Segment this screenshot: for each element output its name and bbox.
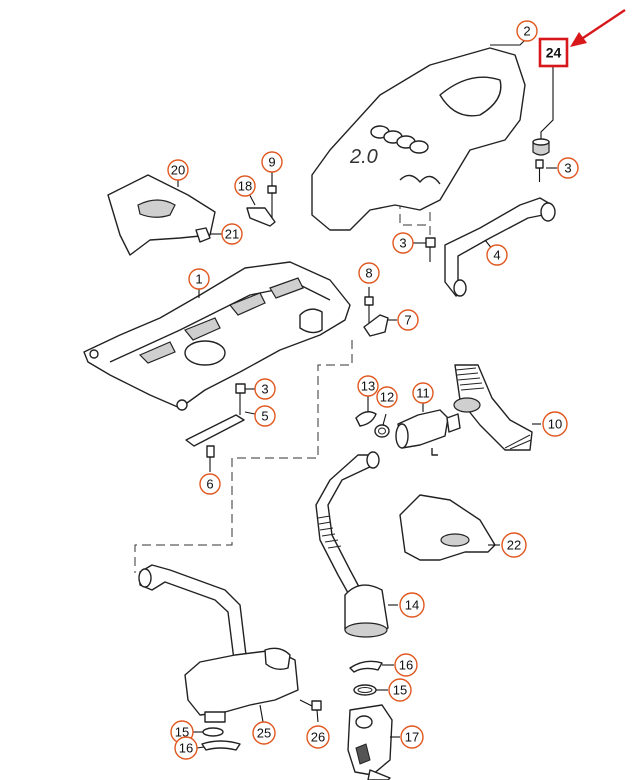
callout-16-right: 16 (394, 653, 418, 677)
cylinder-head-cover (83, 261, 351, 411)
return-tube-25 (138, 564, 247, 661)
callout-13: 13 (357, 375, 379, 397)
callout-14: 14 (399, 592, 425, 618)
highlighted-callout-24: 24 (538, 37, 569, 68)
svg-text:13: 13 (361, 379, 375, 394)
callout-6: 6 (199, 473, 221, 495)
svg-text:3: 3 (564, 161, 571, 176)
svg-text:14: 14 (405, 598, 419, 613)
callout-2: 2 (516, 20, 538, 42)
callout-16-left: 16 (174, 736, 198, 760)
svg-text:22: 22 (507, 538, 521, 553)
callout-24-label: 24 (546, 45, 562, 61)
svg-text:6: 6 (206, 477, 213, 492)
bolt-26 (299, 699, 322, 723)
callout-26: 26 (306, 725, 330, 749)
bolt-9 (267, 171, 277, 218)
clip-21 (195, 227, 222, 243)
callout-5: 5 (254, 405, 276, 427)
svg-text:7: 7 (404, 313, 411, 328)
svg-text:1: 1 (195, 272, 202, 287)
svg-text:5: 5 (261, 409, 268, 424)
valve-17 (347, 704, 400, 780)
svg-text:4: 4 (493, 248, 500, 263)
pressure-valve-11 (395, 401, 461, 456)
callout-10: 10 (542, 411, 568, 437)
clip-16-right (349, 660, 394, 673)
svg-text:10: 10 (548, 417, 562, 432)
clip-16-left (196, 740, 241, 751)
callout-1: 1 (188, 268, 210, 290)
oil-reservoir-25 (184, 647, 299, 723)
heat-shield-22 (399, 494, 500, 561)
callout-3-mid: 3 (392, 232, 414, 254)
svg-text:2: 2 (523, 24, 530, 39)
clip-13 (355, 395, 377, 427)
svg-text:3: 3 (399, 236, 406, 251)
callout-20: 20 (167, 159, 189, 181)
svg-text:26: 26 (311, 730, 325, 745)
svg-text:3: 3 (261, 382, 268, 397)
callout-4: 4 (486, 244, 508, 266)
svg-text:12: 12 (380, 390, 394, 405)
callout-12: 12 (376, 386, 398, 408)
svg-text:25: 25 (257, 726, 271, 741)
grommet-24 (532, 67, 554, 156)
corrugated-hose-10 (453, 364, 541, 451)
cover-20 (107, 174, 216, 256)
callout-3-top: 3 (557, 157, 579, 179)
svg-text:16: 16 (179, 741, 193, 756)
bolt-3-lower (235, 383, 256, 415)
oil-separator-14 (344, 584, 398, 638)
callout-18: 18 (234, 175, 256, 197)
callout-3-lower: 3 (254, 378, 276, 400)
svg-text:16: 16 (399, 658, 413, 673)
svg-text:17: 17 (405, 730, 419, 745)
callout-7: 7 (397, 309, 419, 331)
svg-text:21: 21 (225, 227, 239, 242)
callout-25: 25 (252, 721, 276, 745)
svg-text:8: 8 (365, 266, 372, 281)
o-ring-12 (374, 413, 390, 438)
stud-6 (206, 445, 215, 472)
callout-15-right: 15 (388, 678, 412, 702)
svg-text:20: 20 (171, 163, 185, 178)
bolt-8 (364, 287, 374, 325)
bracket-7 (363, 314, 397, 337)
highlight-arrow (570, 9, 626, 47)
callout-9: 9 (261, 151, 283, 173)
svg-text:15: 15 (175, 725, 189, 740)
o-ring-15-left (193, 727, 224, 737)
o-ring-15-right (353, 684, 388, 696)
callout-22: 22 (501, 532, 527, 558)
svg-text:11: 11 (416, 386, 430, 401)
bracket-5 (185, 408, 245, 447)
screw-3-top (535, 159, 557, 182)
callout-8: 8 (358, 262, 380, 284)
svg-text:9: 9 (268, 155, 275, 170)
screw-3-mid (413, 237, 436, 262)
callout-17: 17 (400, 725, 424, 749)
engine-cover: 2.0 (311, 37, 528, 231)
callout-11: 11 (412, 382, 434, 404)
svg-text:15: 15 (393, 683, 407, 698)
svg-text:18: 18 (238, 179, 252, 194)
breather-hose-14 (315, 451, 380, 601)
engine-cover-emblem: 2.0 (349, 146, 378, 168)
callout-21: 21 (221, 223, 243, 245)
